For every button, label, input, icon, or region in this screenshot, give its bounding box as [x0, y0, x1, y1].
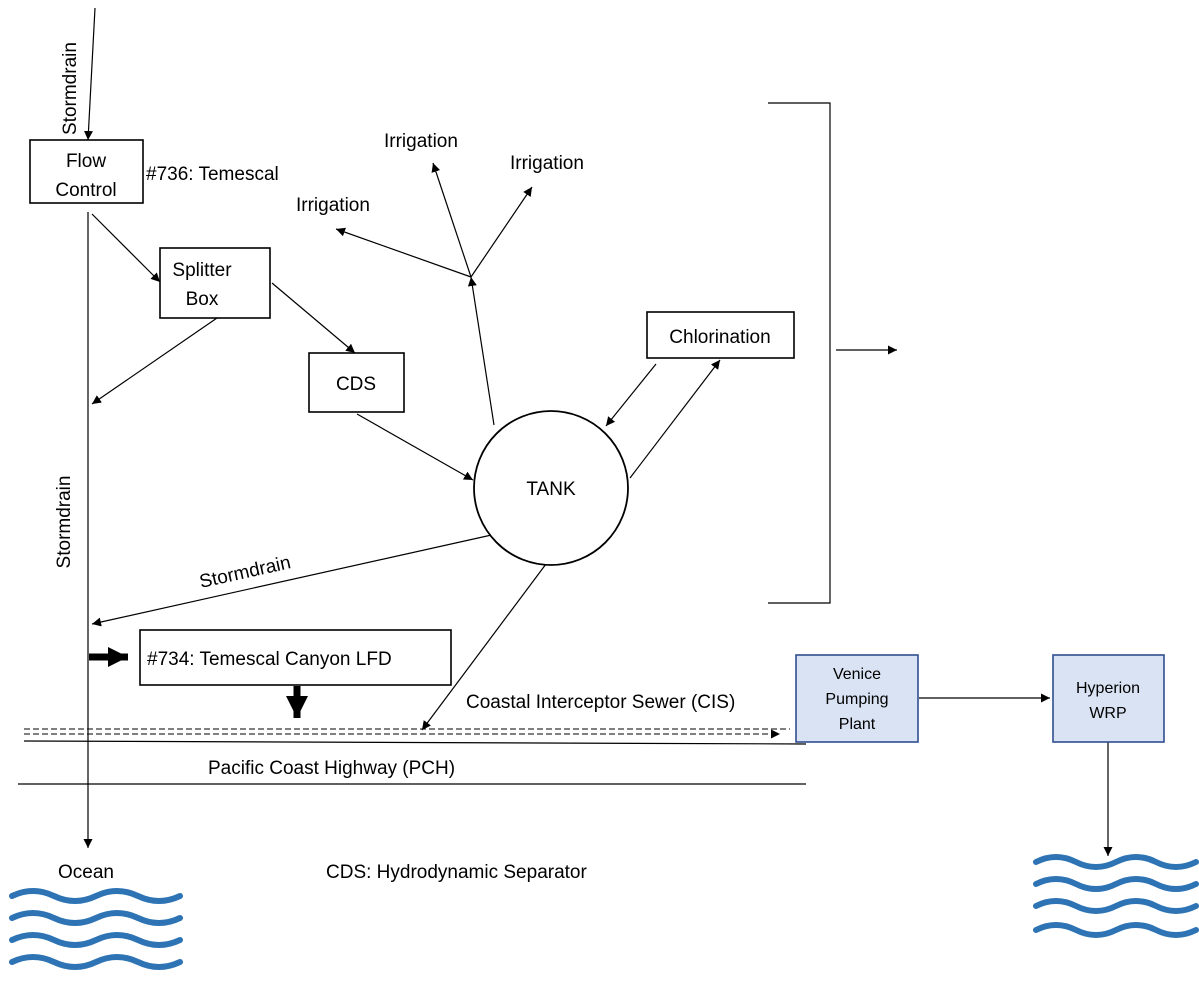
- irrigation-branch-right: [470, 186, 533, 278]
- splitter-to-stormdrain-arrow: [91, 317, 218, 405]
- irrigation-branch-top: [431, 162, 472, 278]
- stormdrain-top-label: Stormdrain: [60, 42, 81, 135]
- cds-box: [308, 352, 405, 413]
- cis-label: Coastal Interceptor Sewer (CIS): [466, 692, 735, 713]
- splitter-label-2: Box: [186, 289, 219, 310]
- flow-to-splitter-arrow: [91, 213, 161, 283]
- ocean-waves-icon: [9, 888, 183, 970]
- inflow-arrow: [83, 7, 96, 141]
- flow-control-box: [29, 139, 144, 204]
- tank-label: TANK: [526, 479, 576, 500]
- irrigation-left-label: Irrigation: [296, 195, 370, 216]
- splitter-to-cds-arrow: [271, 282, 356, 354]
- cds-legend-label: CDS: Hydrodynamic Separator: [326, 862, 587, 883]
- flow-control-label-2: Control: [55, 180, 116, 201]
- chlorination-to-tank-arrow: [605, 363, 657, 427]
- cds-label: CDS: [336, 374, 376, 395]
- chlorination-label: Chlorination: [669, 327, 770, 348]
- pch-label: Pacific Coast Highway (PCH): [208, 758, 455, 779]
- venice-label-1: Venice: [833, 666, 881, 683]
- tank: [473, 410, 629, 566]
- hyperion-label-2: WRP: [1089, 705, 1126, 722]
- tank-to-stormdrain-arrow: [91, 533, 497, 627]
- temescal-736-label: #736: Temescal: [146, 164, 279, 185]
- hyperion-label-1: Hyperion: [1076, 680, 1140, 697]
- tank-to-cis-arrow: [421, 559, 550, 731]
- venice-pumping-plant-box: [795, 654, 919, 743]
- chlorination-box: [646, 311, 795, 359]
- splitter-label-1: Splitter: [172, 260, 232, 281]
- irrigation-top-label: Irrigation: [384, 131, 458, 152]
- tank-to-chlorination-arrow: [629, 359, 721, 479]
- irrigation-branch-left: [335, 227, 472, 278]
- temescal-734-box: [139, 629, 452, 686]
- hyperion-wrp-box: [1052, 654, 1165, 743]
- outfall-waves-icon: [1033, 854, 1199, 938]
- cds-to-tank-arrow: [356, 413, 474, 481]
- flow-control-label-1: Flow: [66, 151, 106, 172]
- irrigation-right-label: Irrigation: [510, 153, 584, 174]
- splitter-box: [159, 247, 271, 319]
- stormdrain-vertical-label: Stormdrain: [54, 476, 75, 569]
- tank-to-irrigation-arrow: [467, 276, 495, 426]
- stormdrain-diagonal-label: Stormdrain: [198, 552, 293, 593]
- ocean-label: Ocean: [58, 862, 114, 883]
- bracket: [768, 102, 831, 604]
- temescal-734-label: #734: Temescal Canyon LFD: [147, 649, 392, 670]
- venice-label-3: Plant: [839, 716, 876, 733]
- venice-label-2: Pumping: [825, 691, 888, 708]
- pch-line-top: [23, 740, 807, 745]
